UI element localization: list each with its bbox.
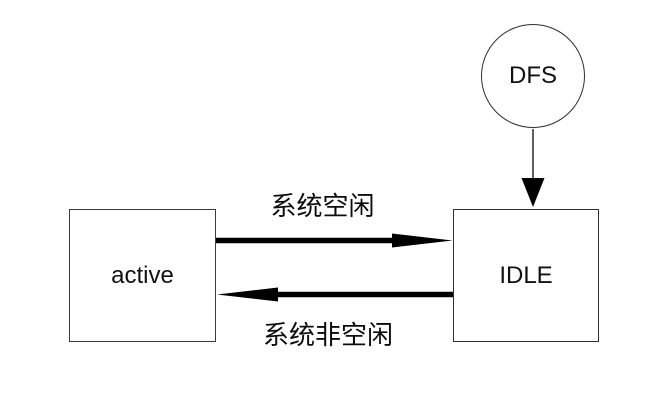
edge-active-to-idle: [216, 233, 453, 248]
node-idle-label: IDLE: [499, 261, 553, 289]
node-active: active: [69, 209, 216, 342]
node-idle: IDLE: [453, 209, 599, 342]
node-dfs-label: DFS: [509, 62, 557, 89]
node-dfs: DFS: [481, 24, 585, 128]
edge-label-system-idle: 系统空闲: [270, 191, 375, 221]
arrowhead-down-icon: [521, 178, 545, 207]
edge-label-system-not-idle: 系统非空闲: [262, 320, 393, 350]
arrowhead-right-icon: [392, 233, 453, 248]
edge-idle-to-active: [217, 287, 453, 302]
node-active-label: active: [111, 261, 174, 289]
edge-dfs-to-idle: [521, 129, 545, 207]
arrowhead-left-icon: [217, 287, 278, 302]
